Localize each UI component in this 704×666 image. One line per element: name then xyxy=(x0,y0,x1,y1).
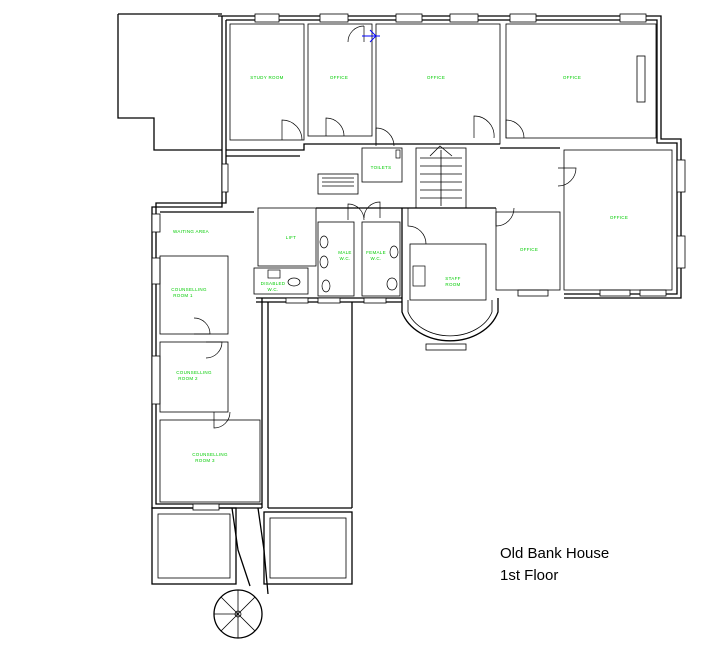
label-office-5: OFFICE xyxy=(610,215,628,220)
label-staff-room: STAFF xyxy=(445,276,460,281)
adjacent-building-outline xyxy=(117,13,222,151)
label-waiting-area: WAITING AREA xyxy=(173,229,209,234)
room-labels: STUDY ROOM OFFICE OFFICE OFFICE TOILETS … xyxy=(171,75,628,463)
internal-walls xyxy=(159,23,673,503)
label-office-4: OFFICE xyxy=(520,247,538,252)
label-staff-room-2: ROOM xyxy=(445,282,460,287)
title-floor: 1st Floor xyxy=(500,567,558,584)
label-office-2: OFFICE xyxy=(427,75,445,80)
label-counselling-2-b: ROOM 2 xyxy=(178,376,198,381)
label-office-1: OFFICE xyxy=(330,75,348,80)
door-swings xyxy=(193,25,577,429)
plan-title: Old Bank House 1st Floor xyxy=(500,545,609,584)
label-counselling-2: COUNSELLING xyxy=(176,370,212,375)
label-male-wc: MALE xyxy=(338,250,351,255)
sanitary-fixtures xyxy=(267,149,401,293)
label-counselling-1-b: ROOM 1 xyxy=(173,293,193,298)
label-office-3: OFFICE xyxy=(563,75,581,80)
staircase xyxy=(420,145,462,206)
title-building-name: Old Bank House xyxy=(500,545,609,562)
label-disabled-wc: DISABLED xyxy=(261,281,286,286)
outer-walls xyxy=(151,15,682,585)
label-toilets: TOILETS xyxy=(371,165,392,170)
label-counselling-3: COUNSELLING xyxy=(192,452,228,457)
label-disabled-wc-2: W.C. xyxy=(268,287,279,292)
label-lift: LIFT xyxy=(286,235,296,240)
staff-room-bay xyxy=(401,298,499,351)
label-counselling-1: COUNSELLING xyxy=(171,287,207,292)
spiral-staircase xyxy=(213,507,269,639)
label-female-wc: FEMALE xyxy=(366,250,386,255)
label-study-room: STUDY ROOM xyxy=(250,75,283,80)
label-male-wc-2: W.C. xyxy=(340,256,351,261)
label-female-wc-2: W.C. xyxy=(371,256,382,261)
label-counselling-3-b: ROOM 3 xyxy=(195,458,215,463)
windows xyxy=(151,13,686,511)
